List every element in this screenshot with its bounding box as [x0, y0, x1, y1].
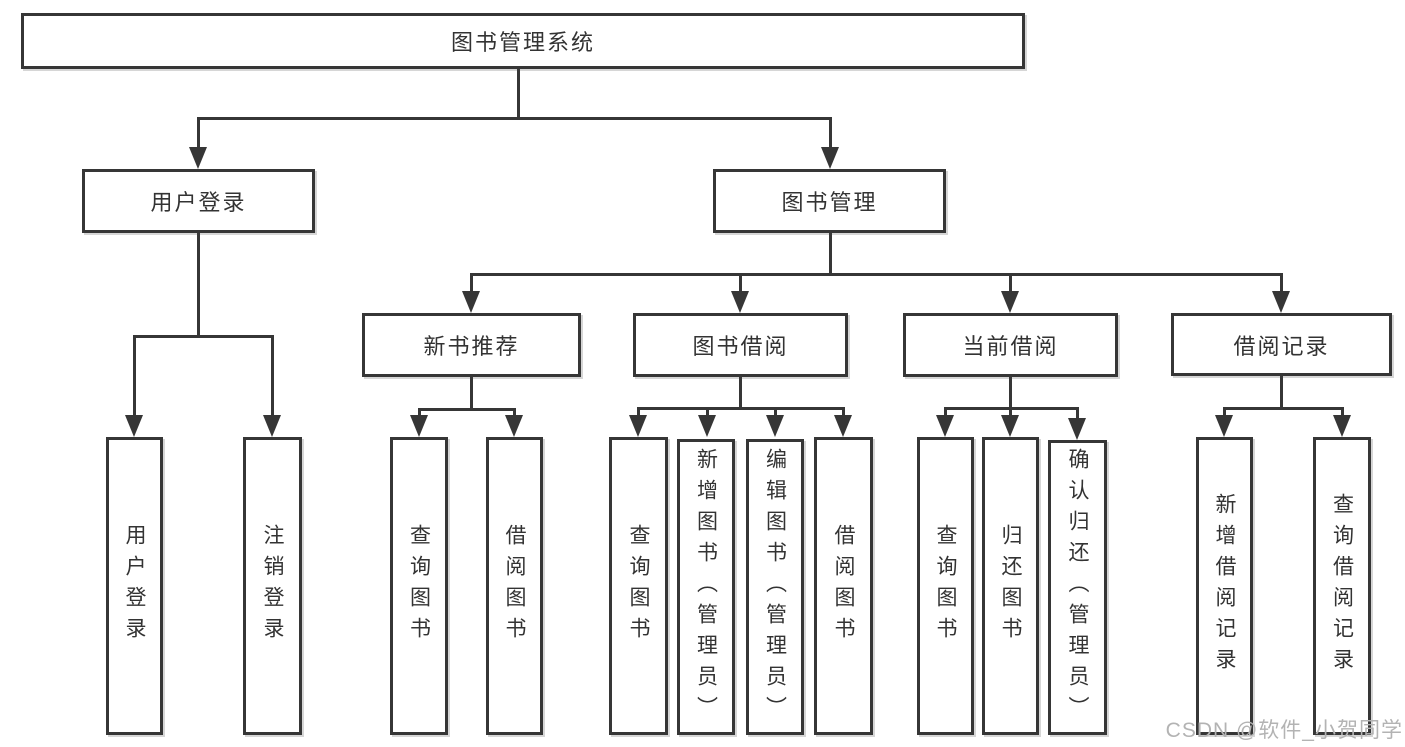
- connector-line: [1076, 407, 1079, 419]
- connector-line: [513, 408, 516, 416]
- leaf-query-books: 查询图书: [390, 437, 448, 735]
- arrowhead: [698, 415, 716, 437]
- connector-root-spread: [197, 117, 832, 120]
- leaf-label: 用户登录: [123, 524, 146, 648]
- arrowhead: [410, 415, 428, 437]
- leaf-label: 新增借阅记录: [1213, 493, 1236, 679]
- leaf-label: 借阅图书: [832, 524, 855, 648]
- arrowhead: [834, 415, 852, 437]
- leaf-add-borrow-record: 新增借阅记录: [1196, 437, 1253, 735]
- node-label: 用户登录: [150, 190, 247, 215]
- leaf-logout: 注销登录: [243, 437, 302, 735]
- connector-line: [197, 117, 200, 150]
- node-label: 当前借阅: [962, 334, 1059, 359]
- arrowhead: [1215, 415, 1233, 437]
- connector-line: [470, 273, 473, 292]
- arrowhead: [629, 415, 647, 437]
- connector-line: [739, 377, 742, 407]
- connector-line: [197, 233, 200, 335]
- arrowhead: [1272, 291, 1290, 313]
- connector-line: [944, 407, 947, 416]
- connector-line: [418, 408, 516, 411]
- leaf-label: 归还图书: [999, 524, 1022, 648]
- arrowhead: [189, 147, 207, 169]
- leaf-label: 新增图书（管理员）: [694, 447, 718, 727]
- leaf-label: 借阅图书: [503, 524, 526, 648]
- node-current-borrowing: 当前借阅: [903, 313, 1118, 377]
- connector-line: [1009, 407, 1012, 416]
- connector-line: [829, 233, 832, 273]
- connector-line: [418, 408, 421, 416]
- leaf-user-login: 用户登录: [106, 437, 163, 735]
- arrowhead: [1001, 415, 1019, 437]
- csdn-watermark: CSDN @软件_小贺同学: [1165, 719, 1403, 742]
- leaf-borrow-books: 借阅图书: [486, 437, 543, 735]
- leaf-query-books: 查询图书: [917, 437, 974, 735]
- connector-line: [1280, 273, 1283, 292]
- leaf-label: 编辑图书（管理员）: [763, 447, 787, 727]
- node-book-borrowing: 图书借阅: [633, 313, 848, 377]
- connector-line: [829, 117, 832, 150]
- leaf-query-books: 查询图书: [609, 437, 668, 735]
- node-borrowing-records: 借阅记录: [1171, 313, 1392, 376]
- arrowhead: [1001, 291, 1019, 313]
- arrowhead: [263, 415, 281, 437]
- connector-line: [706, 407, 709, 416]
- arrowhead: [936, 415, 954, 437]
- node-label: 借阅记录: [1233, 333, 1330, 359]
- node-label: 图书管理系统: [450, 30, 595, 55]
- connector-line: [1009, 377, 1012, 407]
- arrowhead: [1333, 415, 1351, 437]
- arrowhead: [125, 415, 143, 437]
- arrowhead: [731, 291, 749, 313]
- connector-line: [637, 407, 845, 410]
- connector-line: [774, 407, 777, 416]
- node-new-book-recommendation: 新书推荐: [362, 313, 581, 377]
- node-library-management-system: 图书管理系统: [21, 13, 1025, 69]
- leaf-label: 查询图书: [934, 524, 957, 648]
- node-book-management: 图书管理: [713, 169, 946, 233]
- leaf-label: 确认归还（管理员）: [1066, 448, 1089, 727]
- connector-line: [1223, 407, 1226, 416]
- node-label: 新书推荐: [423, 334, 520, 359]
- connector-line: [637, 407, 640, 416]
- leaf-query-borrow-record: 查询借阅记录: [1313, 437, 1371, 735]
- connector-line: [1009, 273, 1012, 292]
- leaf-borrow-books: 借阅图书: [814, 437, 873, 735]
- connector-line: [1223, 407, 1344, 410]
- leaf-label: 查询借阅记录: [1330, 493, 1354, 679]
- arrowhead: [462, 291, 480, 313]
- leaf-label: 查询图书: [627, 524, 650, 648]
- leaf-edit-book-admin: 编辑图书（管理员）: [746, 439, 804, 735]
- connector-line: [133, 335, 274, 338]
- leaf-add-book-admin: 新增图书（管理员）: [677, 439, 735, 735]
- connector-line: [1280, 376, 1283, 407]
- leaf-label: 注销登录: [261, 524, 284, 648]
- node-label: 图书管理: [781, 190, 878, 215]
- connector-line: [842, 407, 845, 416]
- connector-line: [271, 335, 274, 416]
- connector-line: [470, 273, 1283, 276]
- arrowhead: [505, 415, 523, 437]
- connector-line: [470, 377, 473, 408]
- arrowhead: [1068, 418, 1086, 440]
- arrowhead: [766, 415, 784, 437]
- leaf-confirm-return-admin: 确认归还（管理员）: [1048, 440, 1107, 735]
- connector-line: [1341, 407, 1344, 416]
- arrowhead: [821, 147, 839, 169]
- node-user-login: 用户登录: [82, 169, 315, 233]
- leaf-label: 查询图书: [407, 524, 431, 648]
- connector-line: [739, 273, 742, 292]
- leaf-return-books: 归还图书: [982, 437, 1039, 735]
- node-label: 图书借阅: [692, 334, 789, 359]
- connector-root-drop: [517, 69, 520, 117]
- connector-line: [133, 335, 136, 416]
